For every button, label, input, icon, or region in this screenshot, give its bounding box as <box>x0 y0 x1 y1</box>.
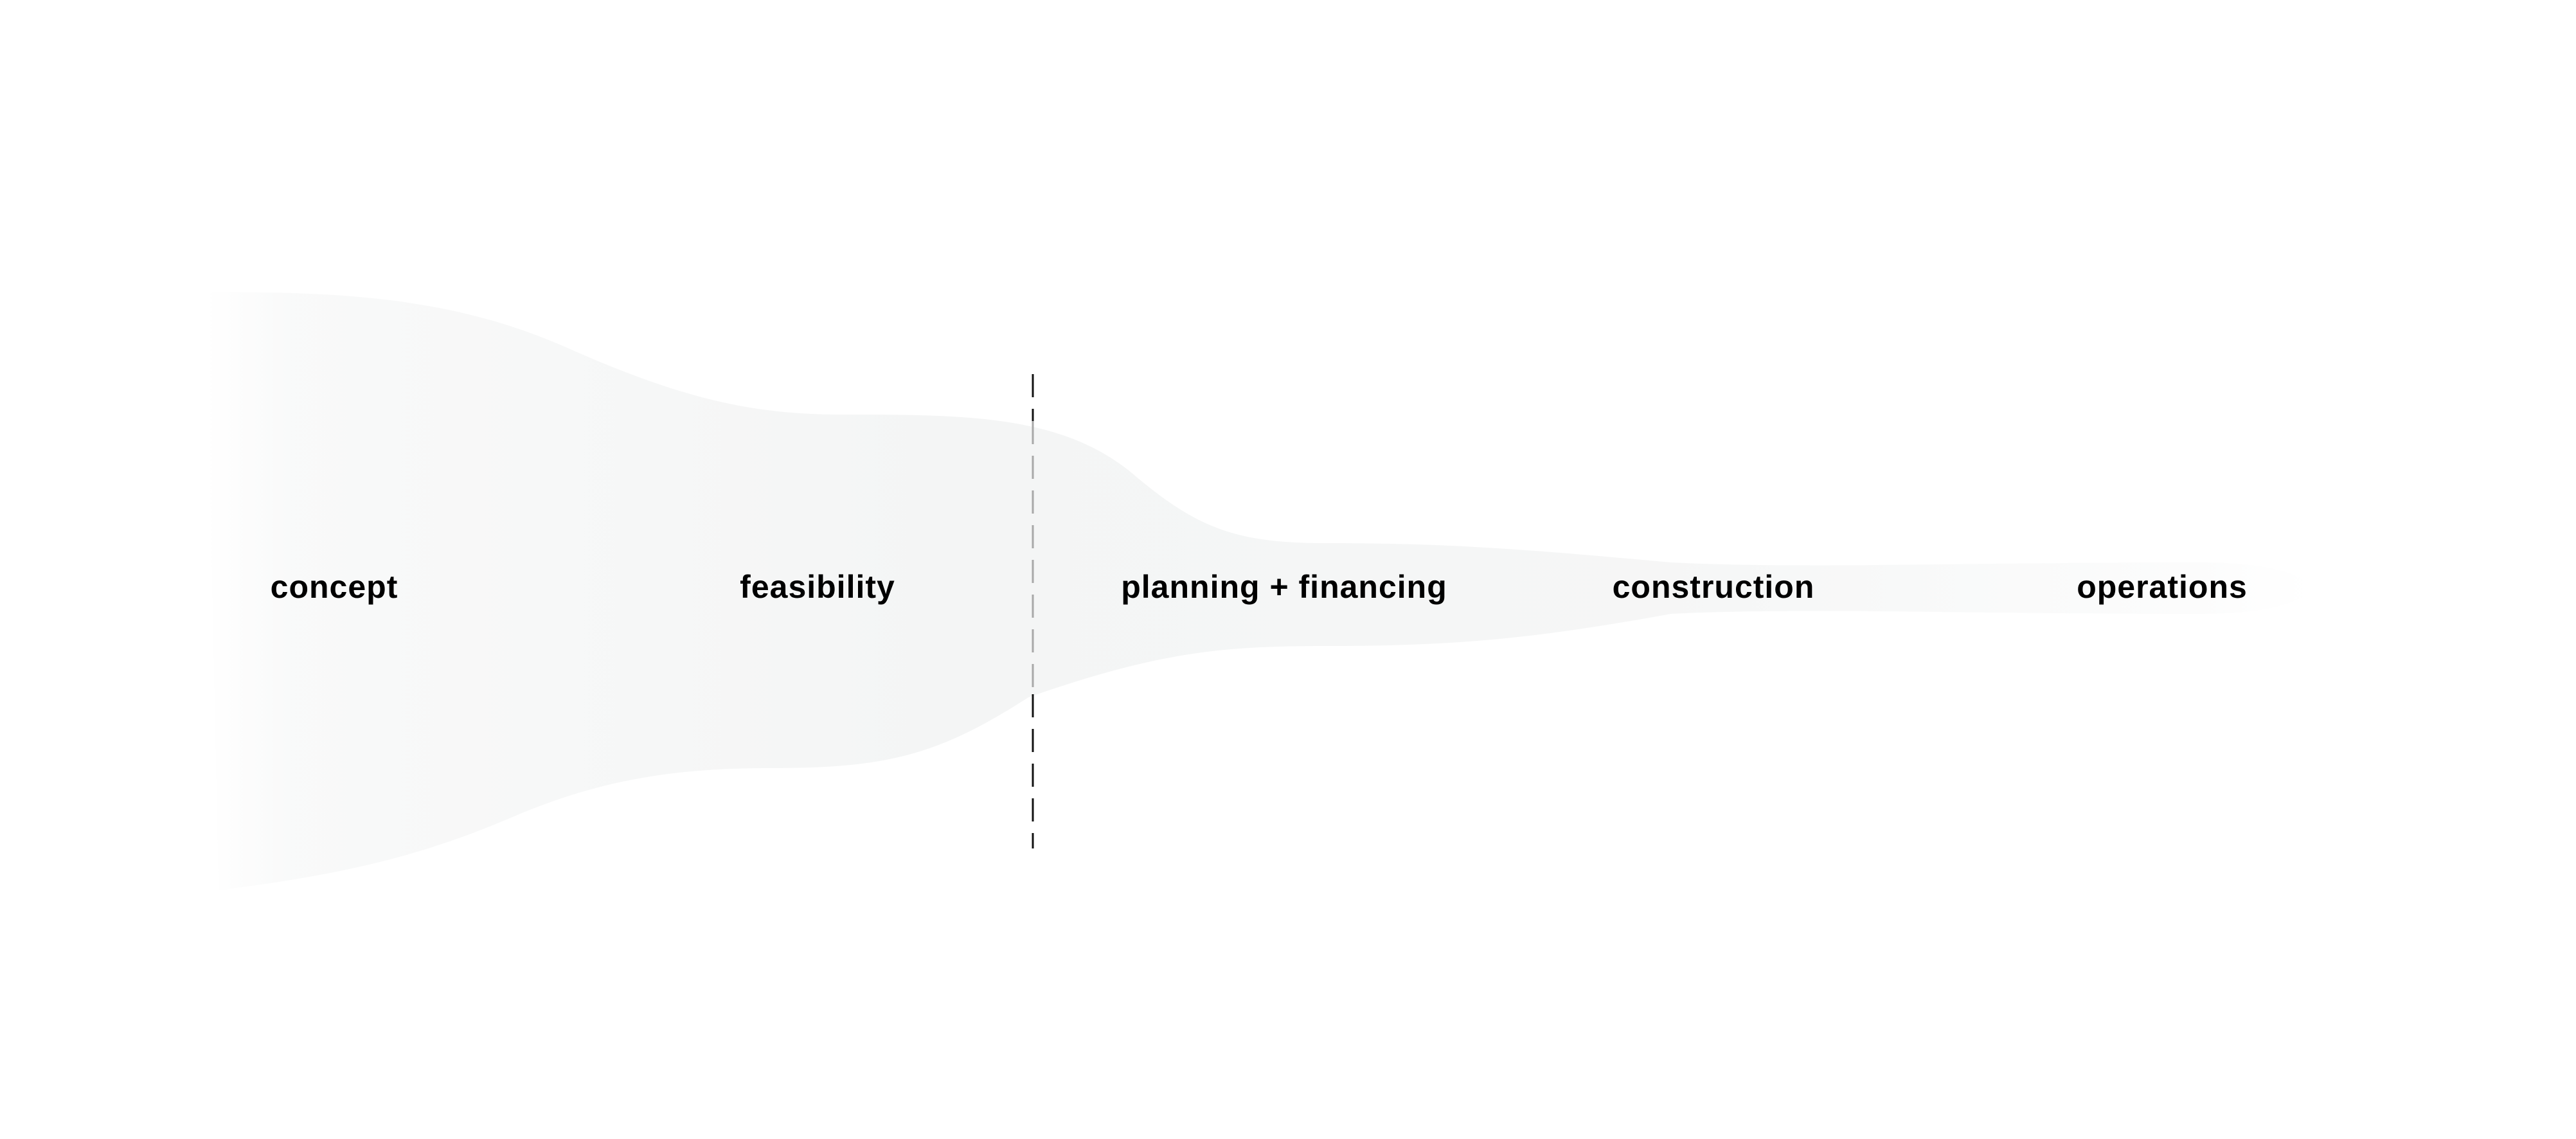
stage-label-planning-financing: planning + financing <box>1121 569 1447 605</box>
funnel-shape <box>206 292 2314 890</box>
stage-label-concept: concept <box>270 569 398 605</box>
stage-label-feasibility: feasibility <box>740 569 895 605</box>
stage-label-construction: construction <box>1612 569 1815 605</box>
stage-label-operations: operations <box>2077 569 2248 605</box>
